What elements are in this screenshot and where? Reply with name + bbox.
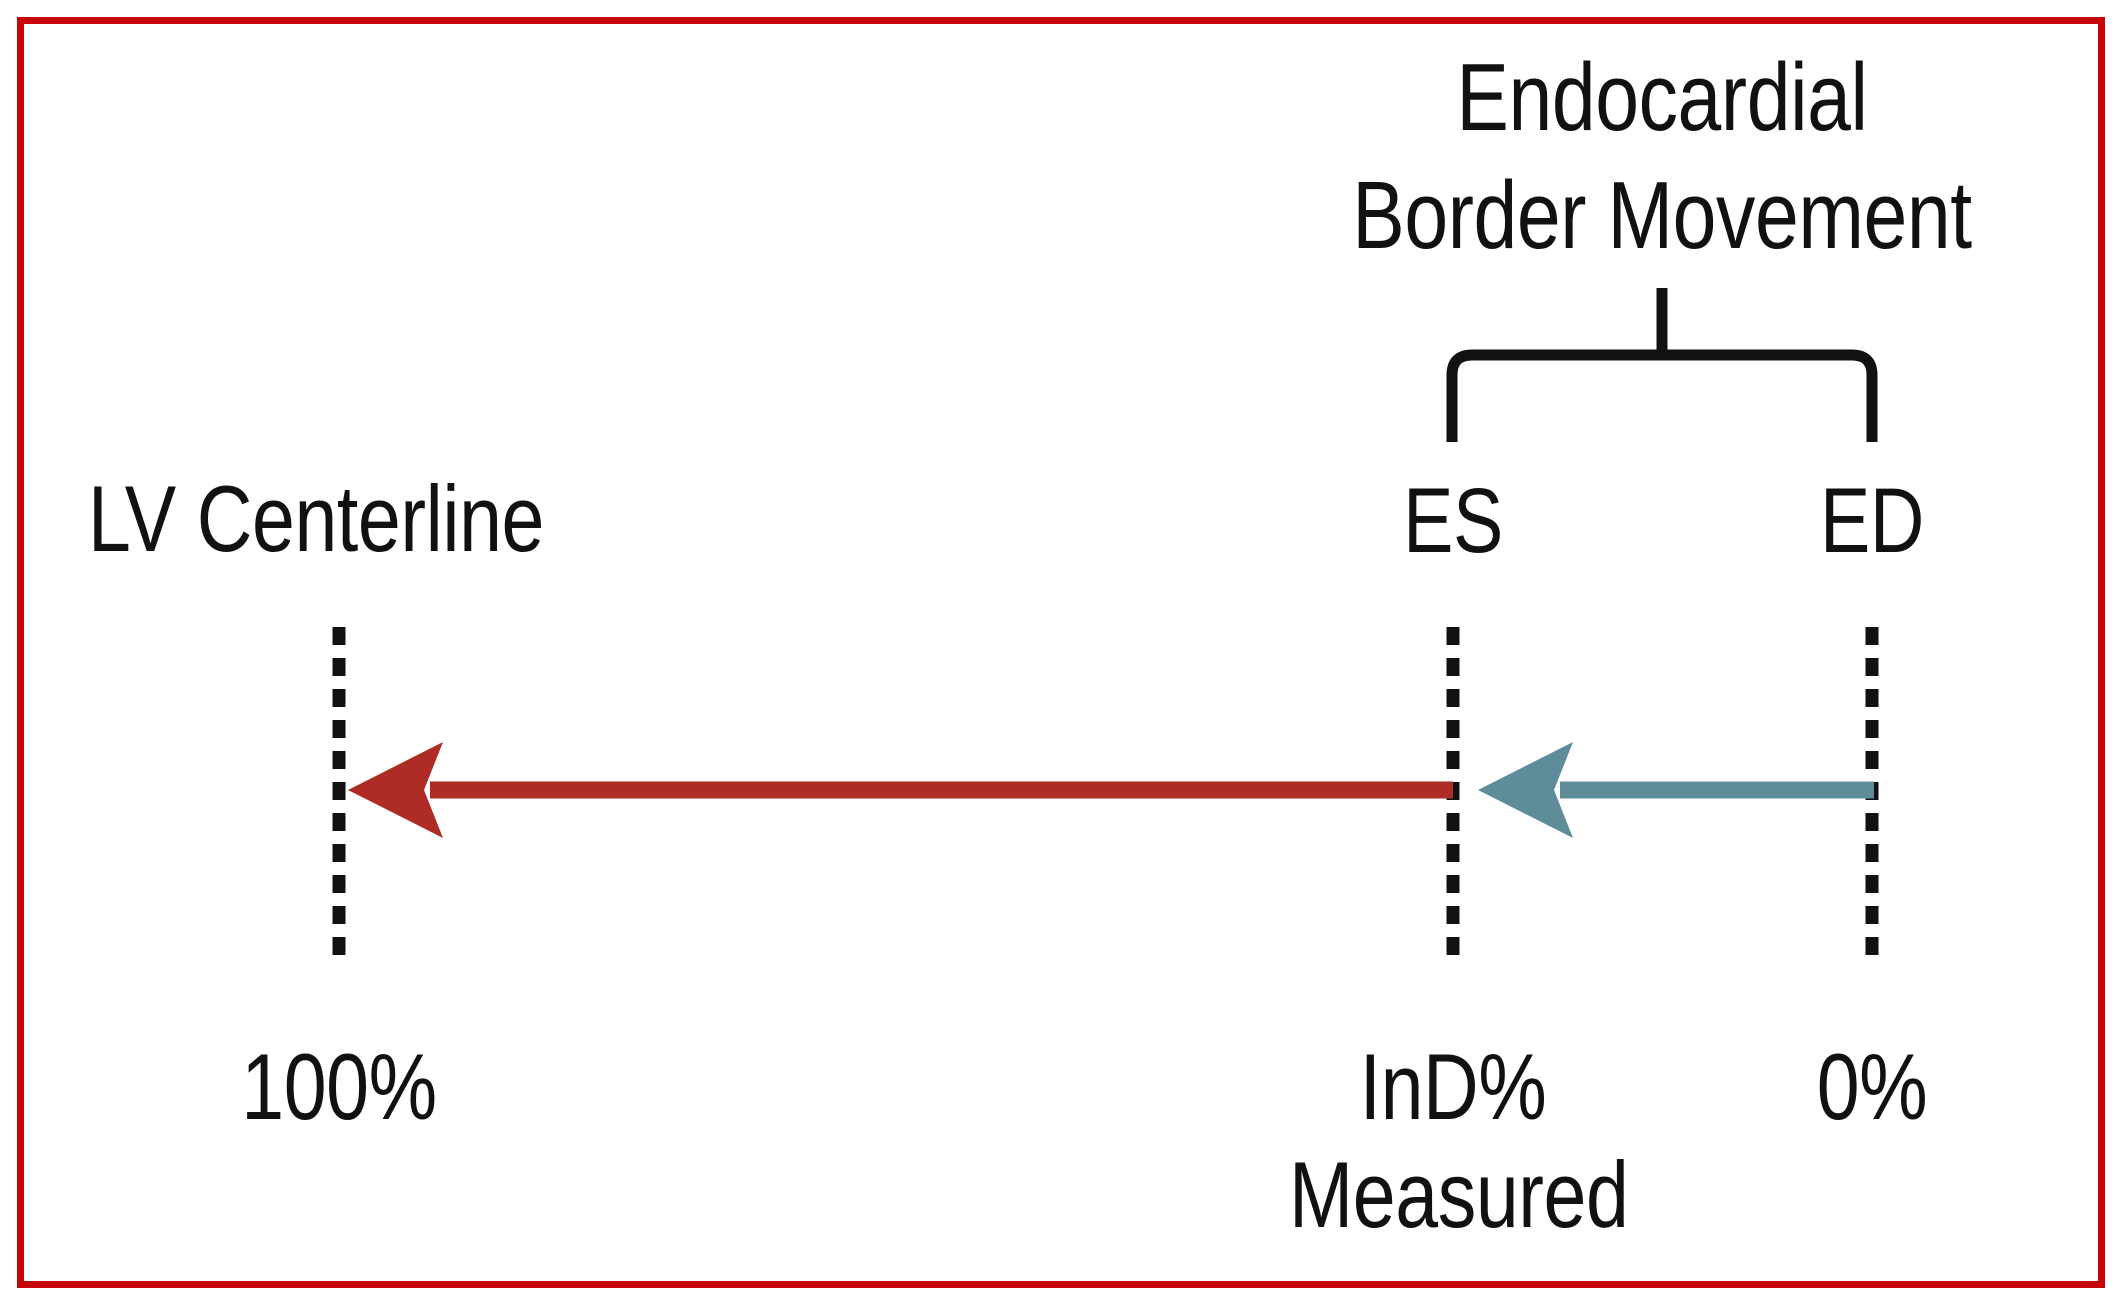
title-line-2: Border Movement xyxy=(1352,162,1972,269)
es-label: ES xyxy=(1403,470,1503,572)
scale-value-ind: InD% xyxy=(1359,1034,1547,1139)
scale-sublabel-measured: Measured xyxy=(1289,1142,1629,1247)
scale-value-0: 0% xyxy=(1816,1034,1928,1139)
scale-value-100: 100% xyxy=(241,1034,437,1139)
ed-label: ED xyxy=(1820,470,1924,572)
title-line-1: Endocardial xyxy=(1456,44,1868,151)
lv-centerline-label: LV Centerline xyxy=(88,466,544,571)
figure-border xyxy=(17,17,2105,1288)
